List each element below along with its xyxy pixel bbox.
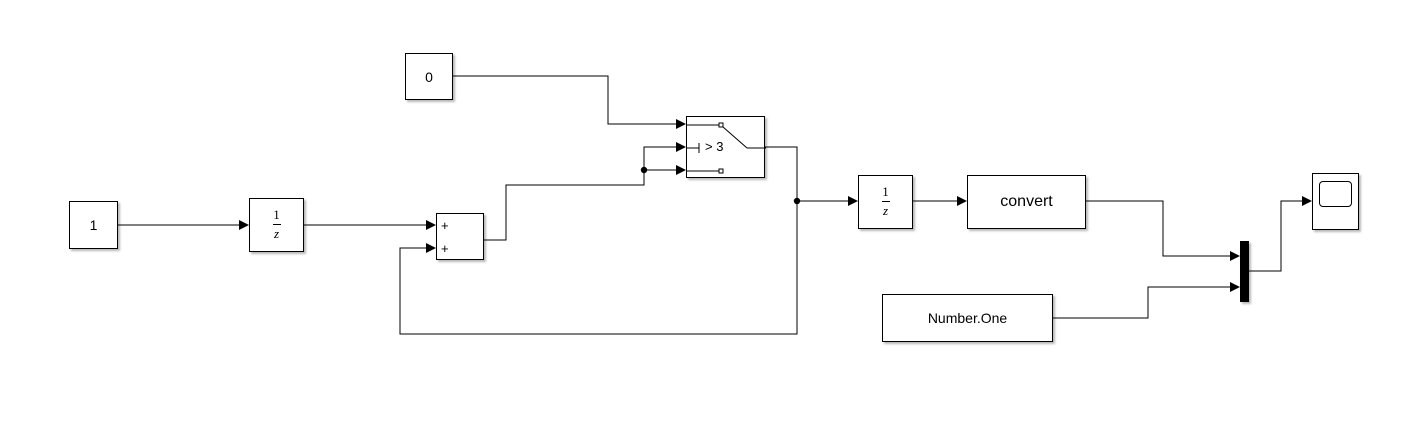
switch-icon (687, 122, 766, 174)
line-const0-to-switch[interactable] (453, 75, 686, 129)
delay-denominator: z (273, 226, 280, 241)
sum-block[interactable]: + + (436, 213, 484, 260)
branch-point-feedback (793, 197, 801, 205)
scope-block[interactable] (1312, 173, 1359, 230)
branch-point-sum (640, 166, 648, 174)
sum-sign-1: + (441, 218, 449, 233)
switch-block[interactable]: > 3 (686, 116, 766, 178)
enum-constant-value: Number.One (927, 310, 1008, 326)
fraction-bar (881, 201, 890, 202)
line-branch-to-switch-in2[interactable] (643, 142, 686, 170)
mux-block[interactable] (1240, 241, 1249, 302)
delay-denominator: z (882, 203, 889, 218)
line-enum-to-mux[interactable] (1053, 282, 1240, 319)
enumerated-constant-block[interactable]: Number.One (882, 294, 1053, 342)
line-mux-to-scope[interactable] (1249, 196, 1312, 272)
sum-sign-2: + (441, 241, 449, 256)
line-convert-to-mux[interactable] (1086, 200, 1240, 261)
unit-delay-block-1[interactable]: 1 z (249, 198, 304, 252)
convert-block[interactable]: convert (967, 175, 1086, 229)
switch-criteria: > 3 (705, 139, 724, 154)
constant-value: 1 (89, 217, 98, 233)
line-feedback-to-sum[interactable] (399, 201, 798, 335)
constant-value: 0 (425, 68, 433, 85)
line-sum-to-switch[interactable] (484, 170, 645, 241)
constant-block-one[interactable]: 1 (69, 201, 118, 249)
convert-label: convert (1000, 193, 1053, 210)
scope-screen-icon (1319, 181, 1352, 207)
fraction-bar (272, 224, 281, 225)
constant-block-zero[interactable]: 0 (405, 53, 453, 100)
delay-numerator: 1 (882, 184, 889, 199)
unit-delay-block-2[interactable]: 1 z (858, 175, 913, 229)
delay-numerator: 1 (273, 207, 280, 222)
line-switch-to-delay2[interactable] (765, 146, 858, 206)
